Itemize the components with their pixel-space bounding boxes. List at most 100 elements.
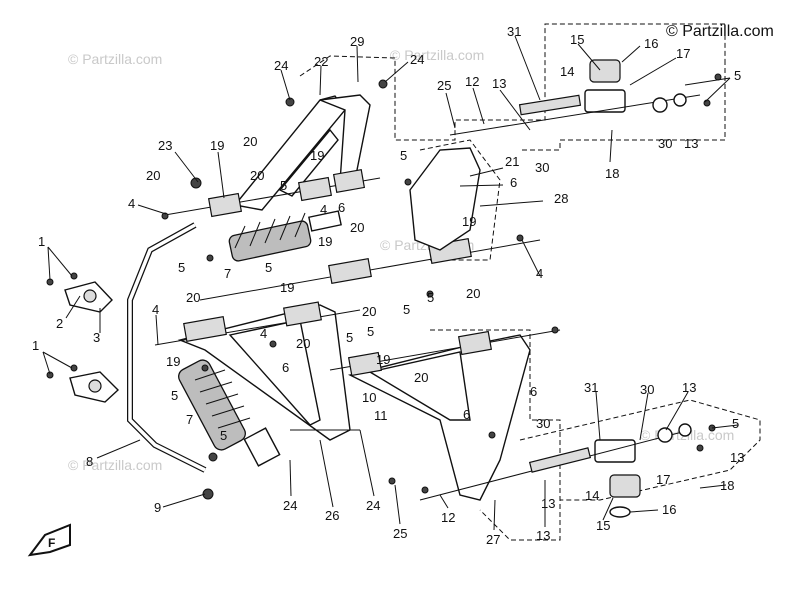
callout-label: 31 (507, 24, 521, 39)
callout-label: 30 (536, 416, 550, 431)
callout-label: 4 (128, 196, 135, 211)
callout-label: 5 (403, 302, 410, 317)
callout-label: 13 (492, 76, 506, 91)
bushing-lower-left (183, 315, 227, 343)
callout-label: 24 (274, 58, 288, 73)
bushing-middle (328, 257, 372, 285)
callout-label: 5 (280, 178, 287, 193)
leader-lines (42, 35, 739, 531)
callout-label: 20 (250, 168, 264, 183)
callout-label: 5 (400, 148, 407, 163)
callout-label: 10 (362, 390, 376, 405)
watermark-text: © Partzilla.com (68, 457, 162, 473)
callout-label: 14 (560, 64, 574, 79)
stabilizer-bracket-lower (69, 371, 120, 403)
callout-label: 19 (310, 148, 324, 163)
callout-label: 17 (656, 472, 670, 487)
lower-right-mount (419, 423, 692, 518)
callout-label: 31 (584, 380, 598, 395)
callout-labels: 24 22 29 24 31 15 16 17 5 14 25 12 13 13… (32, 24, 744, 547)
callout-label: 25 (393, 526, 407, 541)
upper-frame-outline (299, 23, 726, 141)
callout-label: 19 (462, 214, 476, 229)
callout-label: 4 (152, 302, 159, 317)
right-upper-bracket (409, 147, 481, 251)
callout-label: 24 (283, 498, 297, 513)
callout-label: 30 (535, 160, 549, 175)
callout-label: 4 (536, 266, 543, 281)
callout-label: 19 (166, 354, 180, 369)
callout-label: 30 (658, 136, 672, 151)
callout-label: 6 (282, 360, 289, 375)
callout-label: 13 (541, 496, 555, 511)
callout-label: 24 (410, 52, 424, 67)
callout-label: 26 (325, 508, 339, 523)
callout-label: 16 (644, 36, 658, 51)
callout-label: 20 (146, 168, 160, 183)
lower-mount-outline (519, 399, 761, 501)
bushing-upper-right (332, 169, 366, 193)
callout-label: 17 (676, 46, 690, 61)
bushing-upper-left (207, 192, 243, 218)
callout-label: 5 (171, 388, 178, 403)
callout-label: 6 (530, 384, 537, 399)
callout-label: 5 (265, 260, 272, 275)
bushing-upper-mid (297, 176, 333, 202)
lower-shock-absorber (178, 359, 281, 467)
callout-label: 19 (376, 352, 390, 367)
watermark-text: © Partzilla.com (68, 51, 162, 67)
callout-label: 15 (596, 518, 610, 533)
callout-label: 5 (178, 260, 185, 275)
callout-label: 7 (186, 412, 193, 427)
watermark-group: © Partzilla.com © Partzilla.com © Partzi… (68, 47, 734, 473)
arrow-label: F (48, 536, 55, 550)
callout-label: 21 (505, 154, 519, 169)
callout-label: 14 (585, 488, 599, 503)
callout-label: 8 (86, 454, 93, 469)
callout-label: 29 (350, 34, 364, 49)
callout-label: 5 (732, 416, 739, 431)
callout-label: 2 (56, 316, 63, 331)
callout-label: 24 (366, 498, 380, 513)
callout-label: 19 (280, 280, 294, 295)
callout-label: 13 (536, 528, 550, 543)
watermark-text: © Partzilla.com (390, 47, 484, 63)
callout-label: 1 (32, 338, 39, 353)
callout-label: 3 (93, 330, 100, 345)
stabilizer-bracket-upper (64, 281, 113, 313)
callout-label: 20 (466, 286, 480, 301)
callout-label: 16 (662, 502, 676, 517)
callout-label: 13 (730, 450, 744, 465)
callout-label: 6 (463, 407, 470, 422)
stabilizer-bar (128, 223, 206, 472)
callout-label: 20 (186, 290, 200, 305)
callout-label: 27 (486, 532, 500, 547)
mid-bracket-outline (419, 139, 501, 261)
callout-label: 5 (346, 330, 353, 345)
callout-label: 20 (296, 336, 310, 351)
upper-right-mount (449, 59, 701, 136)
bushing-lower-right-a (347, 351, 383, 377)
callout-label: 13 (682, 380, 696, 395)
callout-label: 1 (38, 234, 45, 249)
callout-label: 22 (314, 54, 328, 69)
callout-label: 6 (338, 200, 345, 215)
callout-label: 18 (720, 478, 734, 493)
callout-label: 25 (437, 78, 451, 93)
fastener-group (46, 73, 722, 500)
callout-label: 4 (260, 326, 267, 341)
callout-label: 11 (374, 408, 388, 423)
callout-label: 15 (570, 32, 584, 47)
bushing-lower-right-b (457, 330, 493, 356)
callout-label: 5 (427, 290, 434, 305)
callout-label: 5 (367, 324, 374, 339)
callout-label: 9 (154, 500, 161, 515)
bushing-lower-mid (283, 301, 322, 327)
callout-label: 4 (320, 202, 327, 217)
callout-label: 20 (362, 304, 376, 319)
callout-label: 23 (158, 138, 172, 153)
upper-a-arm (233, 94, 371, 211)
callout-label: 19 (210, 138, 224, 153)
